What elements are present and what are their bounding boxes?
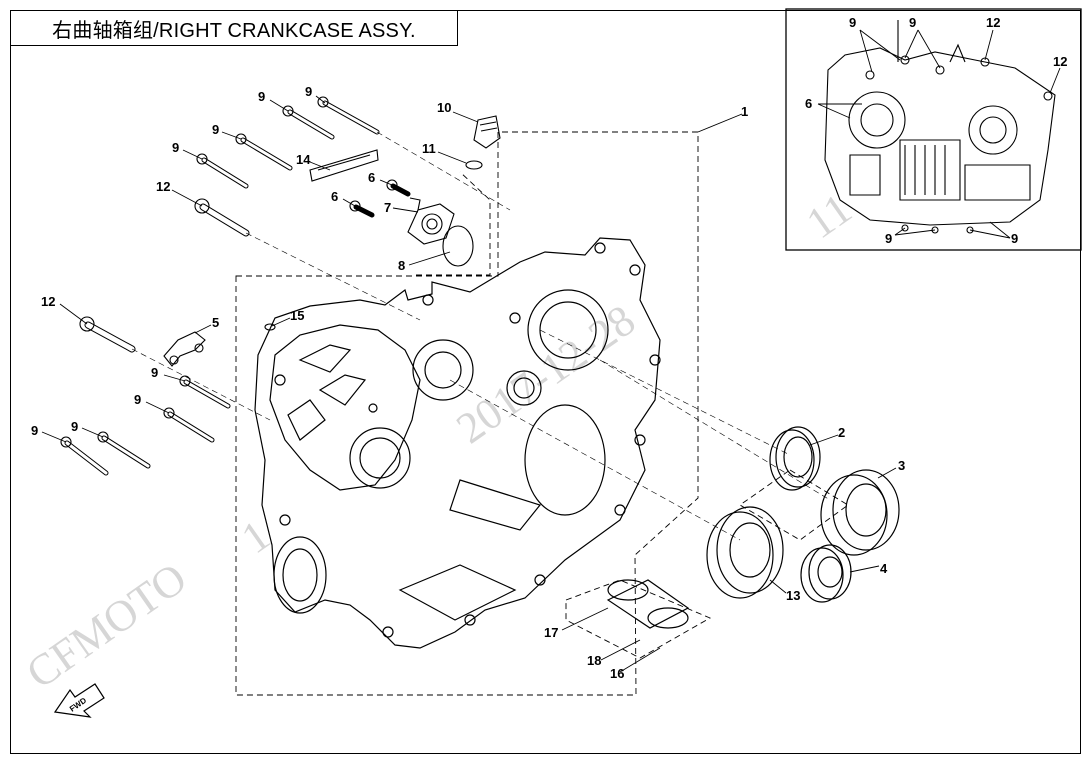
callout-9h: 9 bbox=[71, 419, 78, 434]
watermark-left: 1 bbox=[233, 510, 279, 563]
bolts bbox=[60, 96, 411, 476]
callout-13: 13 bbox=[786, 588, 800, 603]
callout-11: 11 bbox=[422, 141, 436, 156]
callout-15: 15 bbox=[290, 308, 304, 323]
callout-3: 3 bbox=[898, 458, 905, 473]
inset-callout-9b: 9 bbox=[909, 15, 916, 30]
callout-6b: 6 bbox=[331, 189, 338, 204]
callout-9a: 9 bbox=[305, 84, 312, 99]
crankcase-body bbox=[254, 237, 661, 649]
inset-callout-9d: 9 bbox=[1011, 231, 1018, 246]
callout-14: 14 bbox=[296, 152, 311, 167]
callout-7: 7 bbox=[384, 200, 391, 215]
inset-leaders bbox=[817, 29, 1061, 239]
small-parts bbox=[163, 115, 501, 367]
page-title: 右曲轴箱组/RIGHT CRANKCASE ASSY. bbox=[10, 10, 458, 46]
callout-9g: 9 bbox=[31, 423, 38, 438]
callout-17: 17 bbox=[544, 625, 558, 640]
inset-callout-12b: 12 bbox=[1053, 54, 1067, 69]
callout-8: 8 bbox=[398, 258, 405, 273]
inset-callout-6: 6 bbox=[805, 96, 812, 111]
drawing-frame bbox=[10, 10, 1081, 754]
leader-lines bbox=[41, 95, 897, 673]
callout-9e: 9 bbox=[151, 365, 158, 380]
callout-18: 18 bbox=[587, 653, 601, 668]
callout-9c: 9 bbox=[212, 122, 219, 137]
callout-10: 10 bbox=[437, 100, 451, 115]
alignment-lines bbox=[131, 131, 831, 541]
inset-callout-9a: 9 bbox=[849, 15, 856, 30]
callout-2: 2 bbox=[838, 425, 845, 440]
inset-crankcase-view bbox=[824, 20, 1056, 234]
callout-16: 16 bbox=[610, 666, 624, 681]
callout-9f: 9 bbox=[134, 392, 141, 407]
watermark: CFMOTO 1 2017-12-28 11 bbox=[18, 184, 861, 698]
inset-frame bbox=[785, 8, 1082, 251]
callout-6a: 6 bbox=[368, 170, 375, 185]
inset-callout-9c: 9 bbox=[885, 231, 892, 246]
watermark-brand: CFMOTO bbox=[18, 553, 196, 698]
callout-9b: 9 bbox=[258, 89, 265, 104]
watermark-date: 2017-12-28 bbox=[448, 295, 644, 453]
bearings-seals bbox=[606, 426, 900, 629]
callout-labels: 9 9 9 9 14 12 10 11 6 6 7 8 1 12 5 15 9 … bbox=[31, 15, 1067, 681]
callout-12b: 12 bbox=[41, 294, 55, 309]
watermark-right: 11 bbox=[798, 184, 861, 248]
callout-1: 1 bbox=[741, 104, 748, 119]
callout-4: 4 bbox=[880, 561, 888, 576]
callout-5: 5 bbox=[212, 315, 219, 330]
callout-12a: 12 bbox=[156, 179, 170, 194]
fwd-arrow-icon: FWD bbox=[53, 683, 105, 718]
inset-callout-12a: 12 bbox=[986, 15, 1000, 30]
callout-9d: 9 bbox=[172, 140, 179, 155]
assembly-outlines bbox=[235, 131, 849, 696]
